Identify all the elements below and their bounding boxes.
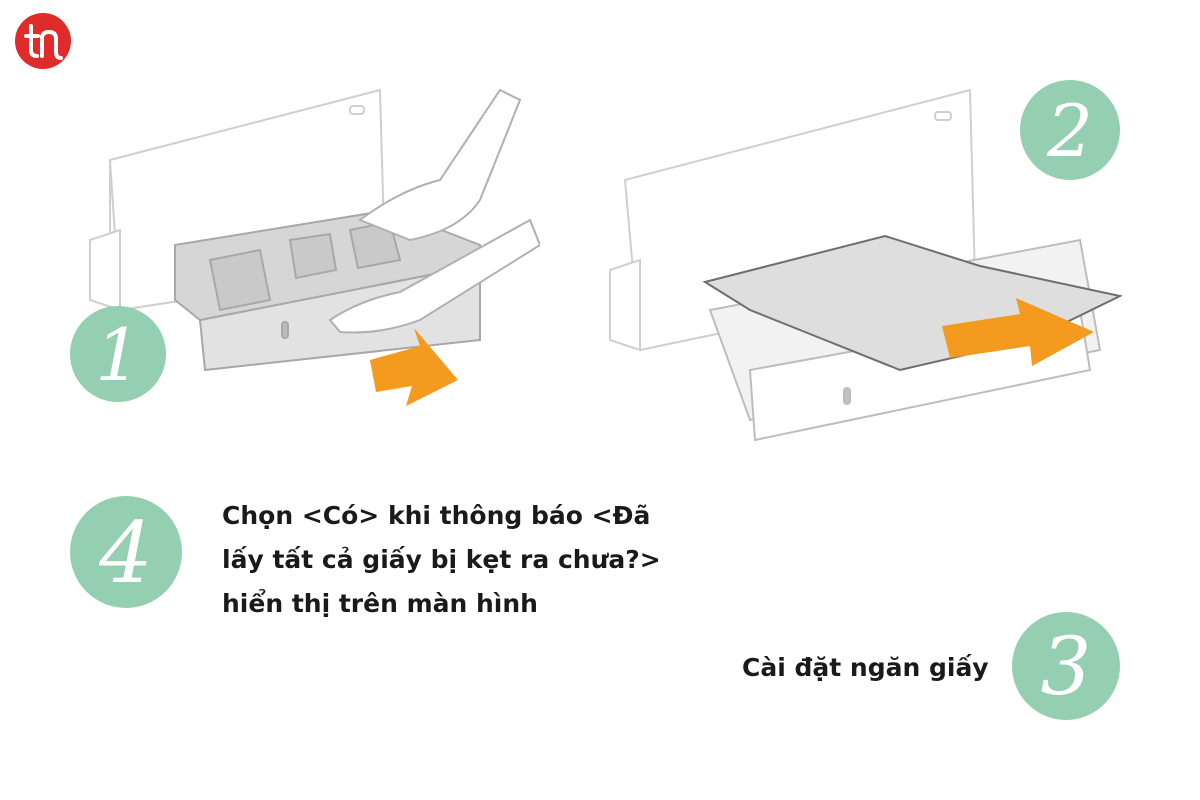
step-4-caption: Chọn <Có> khi thông báo <Đã lấy tất cả g… (222, 501, 661, 618)
step-4-circle: 4 (70, 496, 182, 608)
hands (328, 88, 540, 334)
pull-tray-illustration (89, 88, 540, 406)
step-2-circle: 2 (1020, 80, 1120, 180)
tn-logo (15, 13, 71, 69)
step-1-number: 1 (95, 313, 141, 397)
pull-paper-arrow (942, 298, 1094, 366)
step-3-caption: Cài đặt ngăn giấy (742, 653, 989, 682)
pull-arrow (370, 328, 458, 406)
step-2-number: 2 (1046, 89, 1093, 173)
step-1-circle: 1 (70, 306, 166, 402)
step-3-circle: 3 (1012, 612, 1120, 720)
remove-paper-illustration (609, 88, 1124, 442)
step-3-number: 3 (1041, 620, 1092, 713)
step-4-number: 4 (98, 504, 152, 602)
